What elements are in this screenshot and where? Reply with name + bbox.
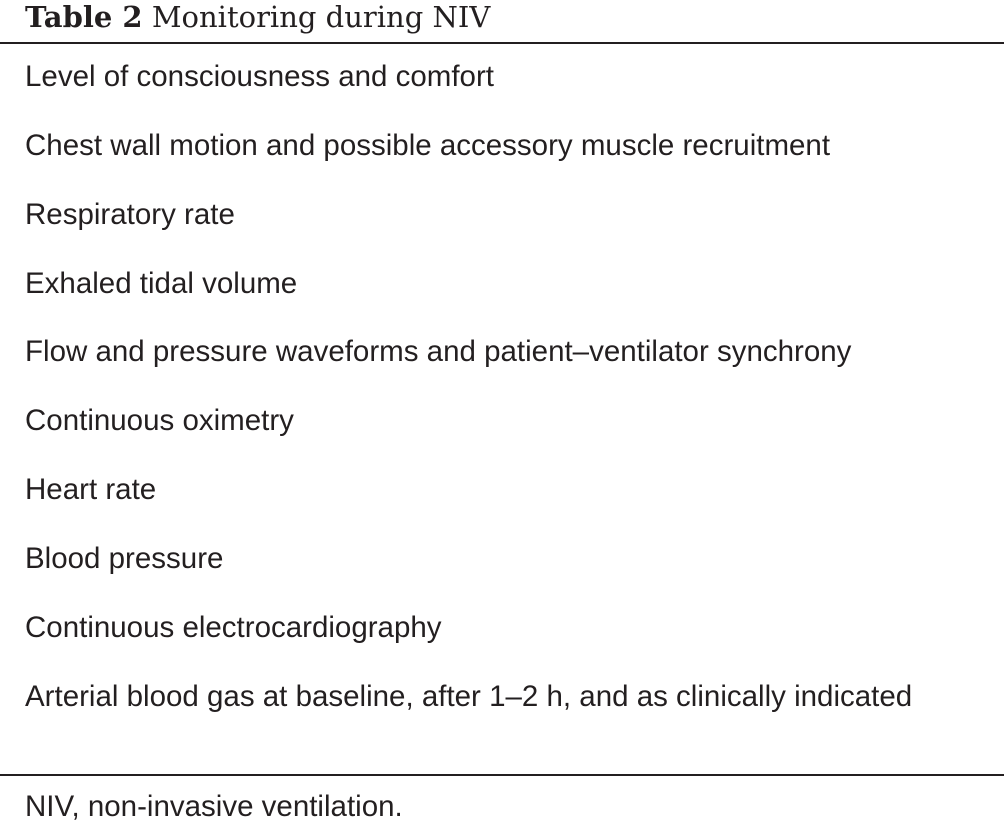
- table-top-rule: [0, 42, 1004, 44]
- table-row: Arterial blood gas at baseline, after 1–…: [25, 680, 913, 713]
- table-caption-label: Table 2: [25, 0, 143, 34]
- table-row: Blood pressure: [25, 542, 224, 575]
- table-row: Heart rate: [25, 473, 157, 506]
- table-row: Level of consciousness and comfort: [25, 60, 494, 93]
- table-bottom-rule: [0, 774, 1004, 776]
- table-row: Continuous electrocardiography: [25, 611, 442, 644]
- table-row: Continuous oximetry: [25, 404, 294, 437]
- table-row: Respiratory rate: [25, 198, 235, 231]
- table-caption-title: Monitoring during NIV: [151, 0, 491, 34]
- table-row: Flow and pressure waveforms and patient–…: [25, 335, 852, 368]
- table-row: Chest wall motion and possible accessory…: [25, 129, 831, 162]
- table-row: Exhaled tidal volume: [25, 267, 298, 300]
- table-caption: Table 2 Monitoring during NIV: [25, 0, 490, 40]
- table-footnote: NIV, non-invasive ventilation.: [25, 790, 403, 823]
